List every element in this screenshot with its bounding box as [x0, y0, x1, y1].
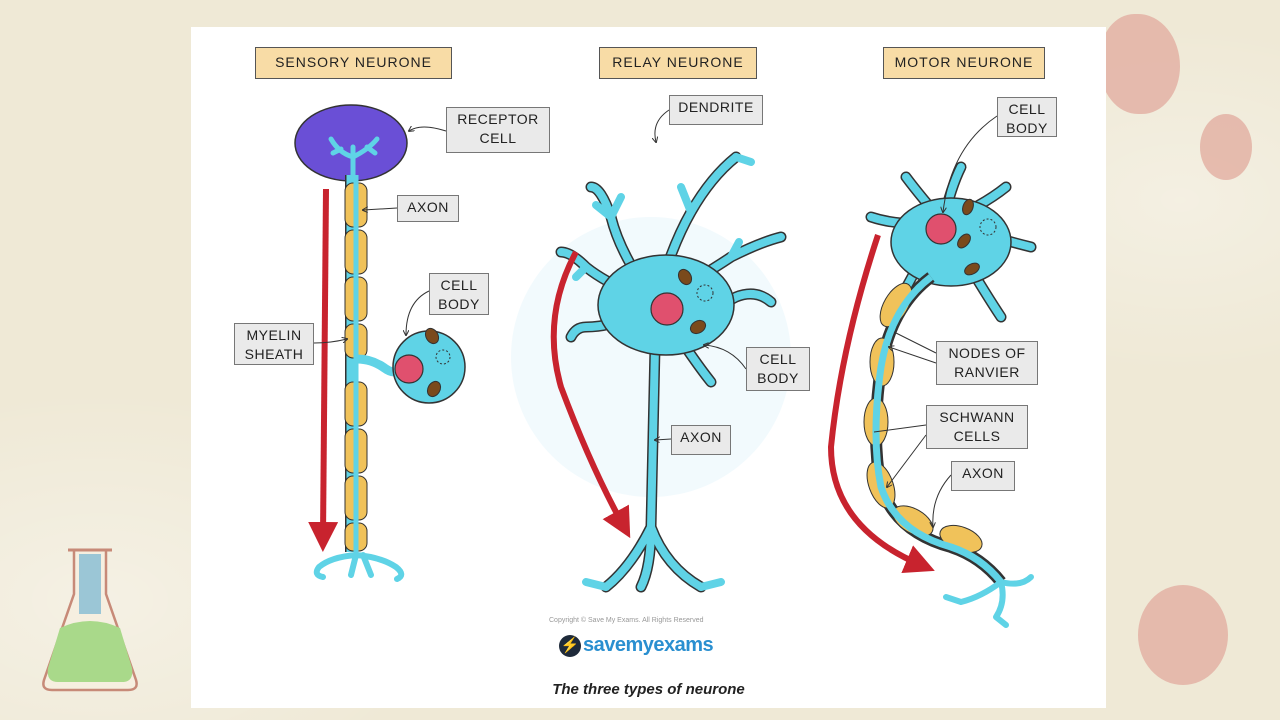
- relay-neurone: [550, 151, 787, 593]
- save-my-exams-logo: ⚡savemyexams: [559, 634, 714, 657]
- label-sensory-axon: AXON: [397, 195, 459, 222]
- title-sensory-neurone: SENSORY NEURONE: [255, 47, 452, 79]
- motor-direction-arrow: [827, 234, 935, 573]
- label-nodes-of-ranvier: NODES OF RANVIER: [936, 341, 1038, 385]
- flask-icon: [42, 548, 138, 692]
- sensory-neurone: [294, 104, 466, 582]
- motor-cell-body: [890, 197, 1012, 287]
- label-pointers: [313, 109, 998, 527]
- relay-nucleus: [650, 292, 684, 326]
- label-receptor-cell: RECEPTOR CELL: [446, 107, 550, 153]
- label-dendrite: DENDRITE: [669, 95, 763, 125]
- title-motor-neurone: MOTOR NEURONE: [883, 47, 1045, 79]
- label-myelin-sheath: MYELIN SHEATH: [234, 323, 314, 365]
- decor-blob-1: [1100, 14, 1180, 114]
- label-motor-axon: AXON: [951, 461, 1015, 491]
- title-relay-neurone: RELAY NEURONE: [599, 47, 757, 79]
- logo-text: savemyexams: [583, 634, 714, 656]
- decor-blob-2: [1200, 114, 1252, 180]
- diagram-panel: SENSORY NEURONE RELAY NEURONE MOTOR NEUR…: [191, 27, 1106, 708]
- motor-neurone: [827, 161, 1037, 628]
- decor-blob-3: [1138, 585, 1228, 685]
- copyright-notice: Copyright © Save My Exams. All Rights Re…: [549, 617, 704, 624]
- label-sensory-cell-body: CELL BODY: [429, 273, 489, 315]
- label-relay-axon: AXON: [671, 425, 731, 455]
- motor-nucleus: [925, 213, 957, 245]
- label-schwann-cells: SCHWANN CELLS: [926, 405, 1028, 449]
- relay-direction-arrow: [550, 250, 631, 539]
- label-relay-cell-body: CELL BODY: [746, 347, 810, 391]
- sensory-direction-arrow: [308, 188, 339, 552]
- lightning-icon: ⚡: [559, 634, 581, 657]
- figure-caption: The three types of neurone: [552, 681, 745, 698]
- sensory-nucleus: [394, 354, 424, 384]
- label-motor-cell-body: CELL BODY: [997, 97, 1057, 137]
